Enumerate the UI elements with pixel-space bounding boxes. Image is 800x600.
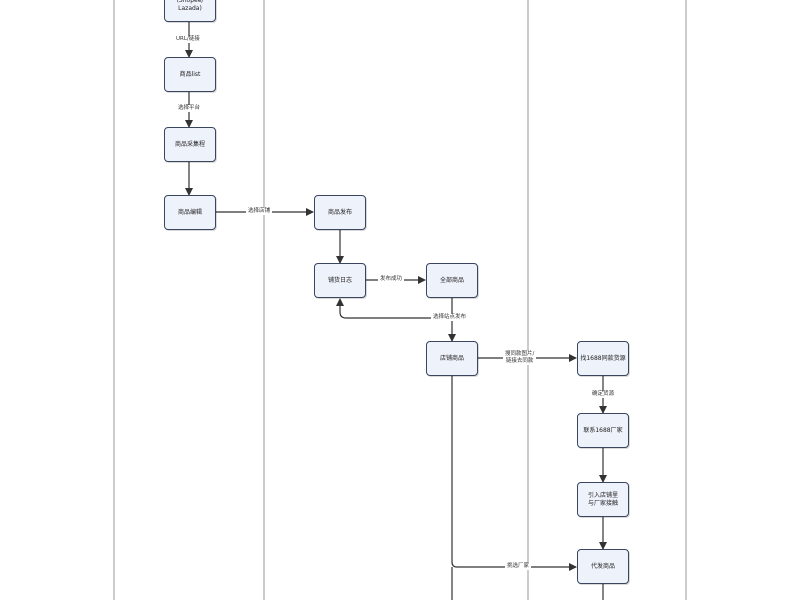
node-publish-log[interactable]: 铺货日志 — [314, 263, 366, 298]
node-contact-1688[interactable]: 联系1688厂家 — [577, 413, 629, 448]
node-product-publish[interactable]: 商品发布 — [314, 195, 366, 230]
node-product-list[interactable]: 商品list — [164, 57, 216, 92]
node-all-products[interactable]: 全部商品 — [426, 263, 478, 298]
edge-label-image-search: 搜同款图片/ 链接去同款 — [503, 351, 537, 365]
node-product-edit[interactable]: 商品编辑 — [164, 195, 216, 230]
node-source[interactable]: (Shopee/ Lazada) — [164, 0, 216, 22]
connector — [451, 376, 577, 571]
edge-label-choose-factory: 挑选厂家 — [505, 563, 532, 570]
node-import-contact[interactable]: 引入店铺里 与厂家接触 — [577, 482, 629, 517]
edge-label-select-platform: 选择平台 — [176, 105, 203, 112]
node-product-data[interactable]: 商品采集程 — [164, 127, 216, 162]
edge-label-confirm-source: 确定货源 — [590, 391, 617, 398]
edge-label-select-shop: 选择店铺 — [246, 208, 273, 215]
node-find-1688[interactable]: 找1688同款货源 — [577, 341, 629, 376]
node-ship-products[interactable]: 代发商品 — [577, 549, 629, 584]
edge-label-publish-success: 发布成功 — [378, 276, 405, 283]
node-shop-products[interactable]: 店铺商品 — [426, 341, 478, 376]
connector — [336, 297, 453, 319]
edge-label-select-site: 选择站点发布 — [431, 314, 469, 321]
edge-label-url-link: URL/链接 — [174, 36, 202, 43]
